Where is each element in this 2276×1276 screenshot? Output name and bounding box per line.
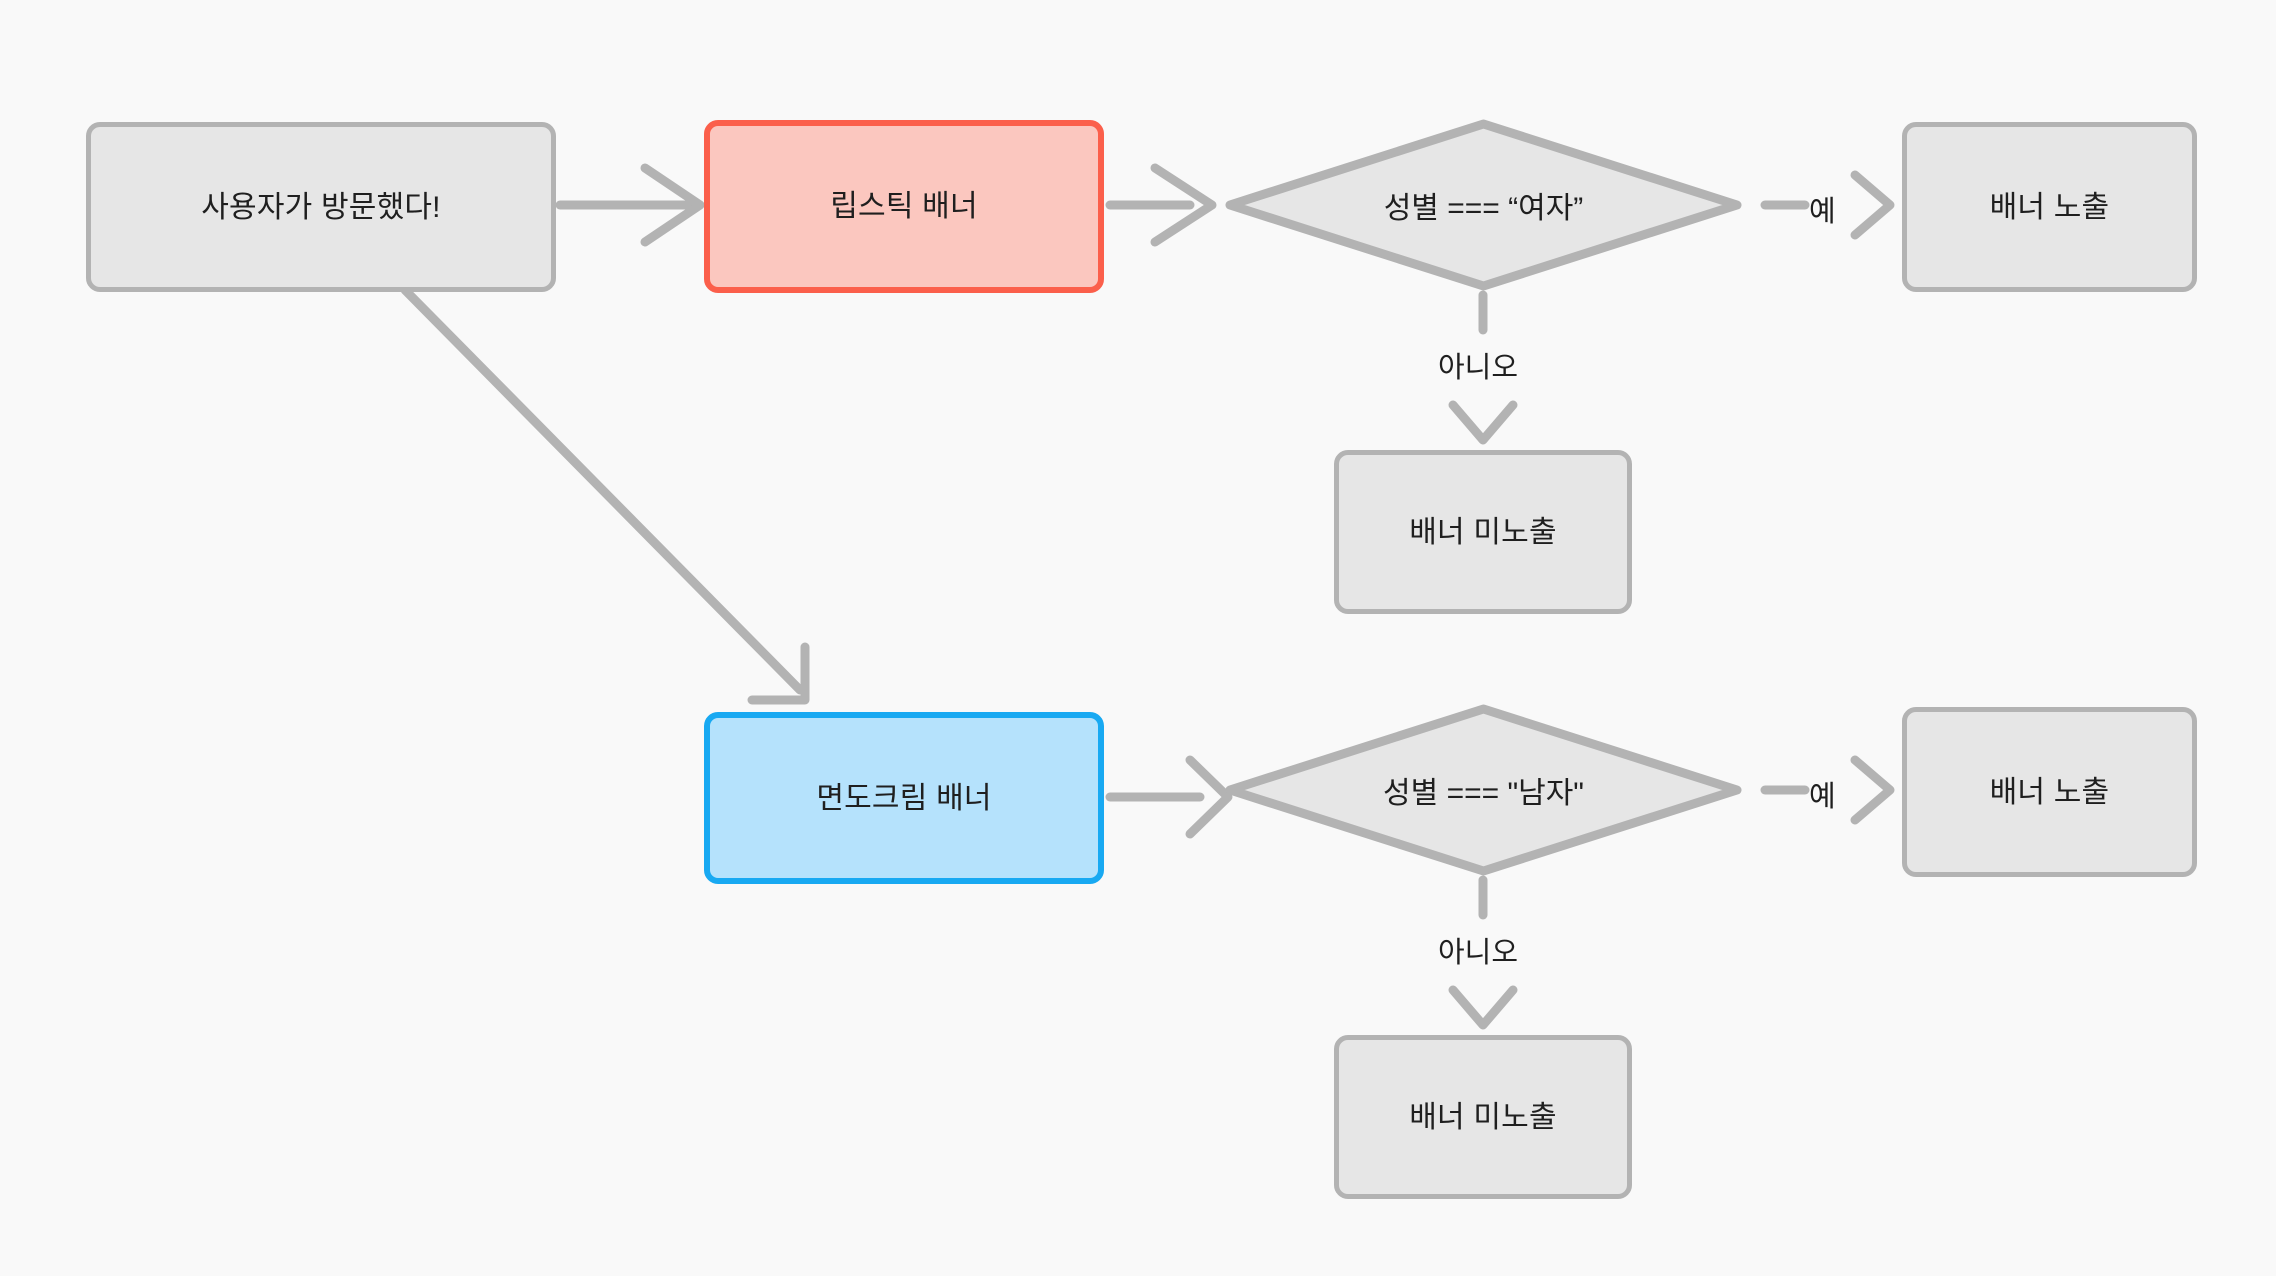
edge-decision-female-yes (1760, 170, 1895, 240)
edge-decision-male-no (1448, 875, 1518, 1030)
edge-start-to-lipstick (555, 163, 705, 247)
node-hide-banner-female-label: 배너 미노출 (1409, 515, 1557, 549)
node-start[interactable]: 사용자가 방문했다! (86, 122, 556, 292)
node-show-banner-male[interactable]: 배너 노출 (1902, 707, 2197, 877)
node-decision-female[interactable]: 성별 === “여자” (1222, 116, 1745, 294)
node-hide-banner-female[interactable]: 배너 미노출 (1334, 450, 1632, 614)
node-show-banner-female[interactable]: 배너 노출 (1902, 122, 2197, 292)
edge-label-no-female: 아니오 (1438, 352, 1519, 384)
node-decision-male[interactable]: 성별 === "남자" (1222, 701, 1745, 879)
node-shaving-cream-banner[interactable]: 면도크림 배너 (704, 712, 1104, 884)
edge-start-to-shaving-cream (400, 285, 810, 705)
node-show-banner-female-label: 배너 노출 (1989, 190, 2110, 224)
node-show-banner-male-label: 배너 노출 (1989, 775, 2110, 809)
edge-decision-female-no (1448, 290, 1518, 445)
edge-label-yes-male: 예 (1809, 781, 1836, 813)
node-hide-banner-male[interactable]: 배너 미노출 (1334, 1035, 1632, 1199)
node-lipstick-banner-label: 립스틱 배너 (830, 190, 978, 223)
edge-lipstick-to-decision-female (1105, 163, 1217, 247)
node-shaving-cream-banner-label: 면도크림 배너 (816, 781, 992, 815)
edge-label-no-male: 아니오 (1438, 937, 1519, 969)
node-hide-banner-male-label: 배너 미노출 (1409, 1100, 1557, 1134)
edge-decision-male-yes (1760, 755, 1895, 825)
node-lipstick-banner[interactable]: 립스틱 배너 (704, 120, 1104, 293)
edge-label-yes-female: 예 (1809, 196, 1836, 228)
edge-shaving-cream-to-decision-male (1105, 755, 1233, 839)
node-start-label: 사용자가 방문했다! (201, 190, 441, 224)
